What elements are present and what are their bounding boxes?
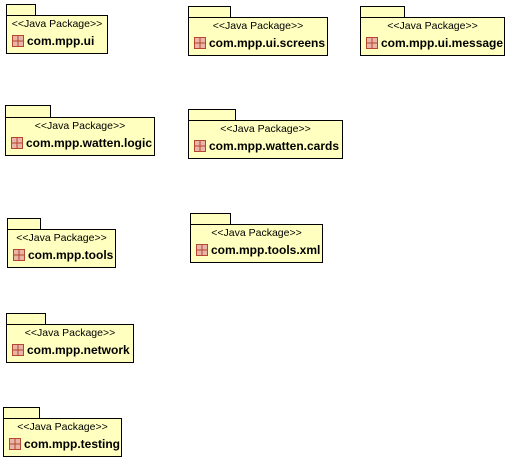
package-com-mpp-ui-screens[interactable]: <<Java Package>> com.mpp.ui.screens: [188, 6, 328, 56]
package-com-mpp-watten-cards[interactable]: <<Java Package>> com.mpp.watten.cards: [188, 109, 343, 159]
package-name-text: com.mpp.tools.xml: [211, 243, 321, 257]
package-name-text: com.mpp.ui: [27, 34, 95, 48]
package-name: com.mpp.ui: [12, 34, 94, 48]
stereotype-label: <<Java Package>>: [220, 123, 311, 135]
stereotype-label: <<Java Package>>: [211, 227, 302, 239]
package-com-mpp-ui-message[interactable]: <<Java Package>> com.mpp.ui.message: [360, 6, 505, 56]
package-tab: [190, 213, 231, 224]
package-name-text: com.mpp.network: [27, 343, 130, 357]
package-name: com.mpp.testing: [9, 437, 120, 451]
package-tab: [7, 218, 41, 229]
package-body: <<Java Package>> com.mpp.testing: [3, 418, 122, 457]
package-body: <<Java Package>> com.mpp.watten.logic: [5, 117, 155, 156]
stereotype-label: <<Java Package>>: [34, 120, 126, 132]
package-icon: [196, 244, 208, 256]
stereotype-label: <<Java Package>>: [17, 421, 108, 433]
package-name-text: com.mpp.tools: [28, 248, 114, 262]
package-com-mpp-network[interactable]: <<Java Package>> com.mpp.network: [6, 313, 134, 363]
package-icon: [9, 438, 21, 450]
package-icon: [366, 37, 378, 49]
stereotype-label: <<Java Package>>: [387, 20, 478, 32]
package-com-mpp-tools-xml[interactable]: <<Java Package>> com.mpp.tools.xml: [190, 213, 323, 263]
package-tab: [360, 6, 405, 17]
package-icon: [11, 137, 23, 149]
package-name-text: com.mpp.watten.cards: [209, 139, 340, 153]
package-body: <<Java Package>> com.mpp.ui.message: [360, 17, 505, 56]
package-name: com.mpp.ui.screens: [194, 36, 325, 50]
package-tab: [188, 109, 236, 120]
package-name-text: com.mpp.watten.logic: [26, 136, 153, 150]
package-com-mpp-watten-logic[interactable]: <<Java Package>> com.mpp.watten.logic: [5, 105, 155, 156]
package-name: com.mpp.ui.message: [366, 36, 503, 50]
package-tab: [3, 407, 40, 418]
package-tab: [5, 105, 51, 117]
stereotype-label: <<Java Package>>: [11, 18, 103, 30]
package-name: com.mpp.watten.cards: [194, 139, 339, 153]
package-icon: [194, 140, 206, 152]
package-com-mpp-ui[interactable]: <<Java Package>> com.mpp.ui: [6, 4, 108, 54]
package-body: <<Java Package>> com.mpp.ui: [6, 15, 108, 54]
package-name: com.mpp.network: [12, 343, 130, 357]
package-name-text: com.mpp.ui.message: [381, 36, 504, 50]
package-body: <<Java Package>> com.mpp.network: [6, 324, 134, 363]
package-body: <<Java Package>> com.mpp.ui.screens: [188, 17, 328, 56]
package-icon: [13, 249, 25, 261]
package-icon: [12, 35, 24, 47]
package-body: <<Java Package>> com.mpp.tools.xml: [190, 224, 323, 263]
package-name-text: com.mpp.testing: [24, 437, 121, 451]
stereotype-label: <<Java Package>>: [16, 232, 107, 244]
package-tab: [188, 6, 231, 17]
package-body: <<Java Package>> com.mpp.watten.cards: [188, 120, 343, 159]
stereotype-label: <<Java Package>>: [212, 20, 304, 32]
package-body: <<Java Package>> com.mpp.tools: [7, 229, 116, 268]
package-name-text: com.mpp.ui.screens: [209, 36, 326, 50]
package-name: com.mpp.tools.xml: [196, 243, 320, 257]
package-com-mpp-tools[interactable]: <<Java Package>> com.mpp.tools: [7, 218, 116, 268]
stereotype-label: <<Java Package>>: [24, 327, 116, 339]
package-icon: [12, 344, 24, 356]
package-tab: [6, 313, 46, 324]
package-name: com.mpp.watten.logic: [11, 136, 152, 150]
package-name: com.mpp.tools: [13, 248, 113, 262]
package-com-mpp-testing[interactable]: <<Java Package>> com.mpp.testing: [3, 407, 122, 457]
package-icon: [194, 37, 206, 49]
package-tab: [6, 4, 36, 15]
